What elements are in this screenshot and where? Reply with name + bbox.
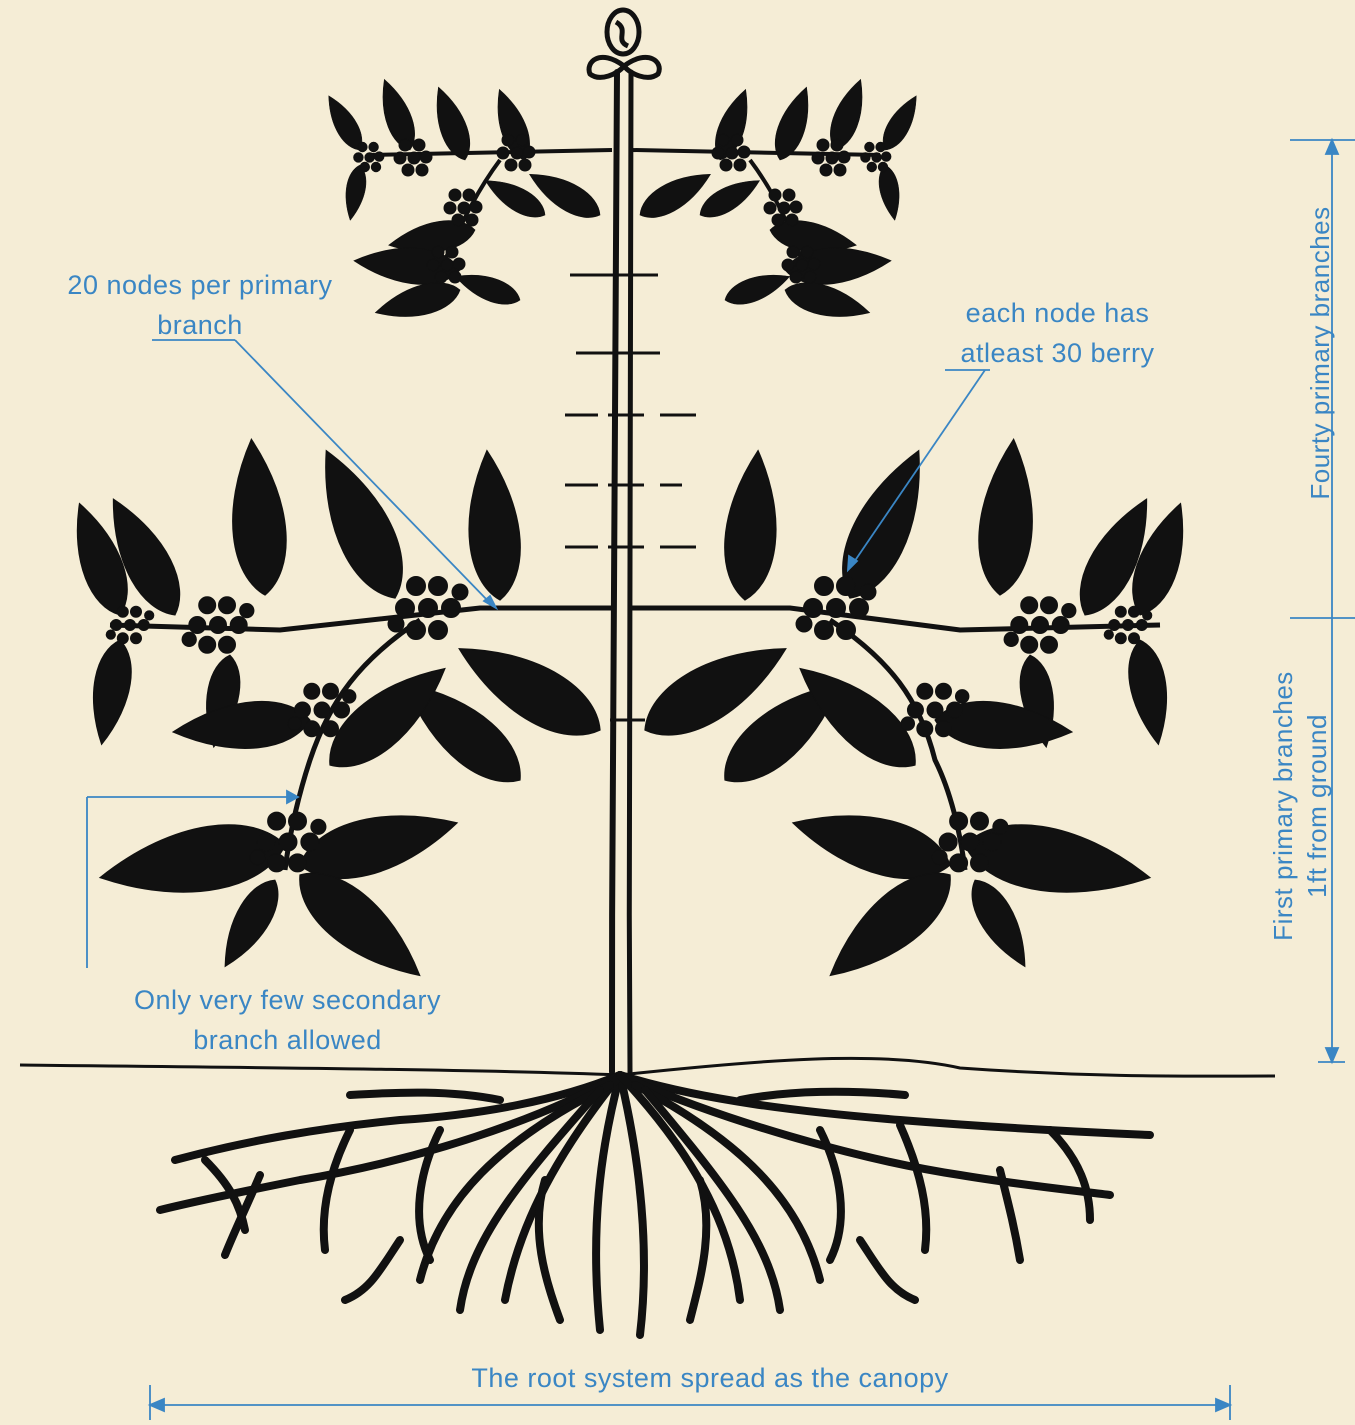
secondary-branch-label: Only very few secondary branch allowed (100, 980, 475, 1060)
berries-per-node-label: each node has atleast 30 berry (920, 293, 1195, 373)
upper-canopy (320, 75, 926, 327)
nodes-per-branch-line2: branch (40, 305, 360, 345)
berries-per-node-line2: atleast 30 berry (920, 333, 1195, 373)
first-primary-label: First primary branches 1ft from ground (1266, 636, 1334, 976)
fourty-primary-label: Fourty primary branches (1303, 173, 1337, 533)
berries-per-node-line1: each node has (920, 293, 1195, 333)
secondary-branch-line2: branch allowed (100, 1020, 475, 1060)
root-system (160, 1075, 1150, 1335)
first-primary-line2: 1ft from ground (1300, 636, 1334, 976)
root-spread-label: The root system spread as the canopy (400, 1358, 1020, 1398)
top-bud (589, 10, 659, 77)
nodes-per-branch-line1: 20 nodes per primary (40, 265, 360, 305)
main-stem (612, 72, 631, 1072)
secondary-branch-line1: Only very few secondary (100, 980, 475, 1020)
nodes-per-branch-label: 20 nodes per primary branch (40, 265, 360, 345)
ground-line (20, 1058, 1275, 1076)
first-primary-line1: First primary branches (1266, 636, 1300, 976)
